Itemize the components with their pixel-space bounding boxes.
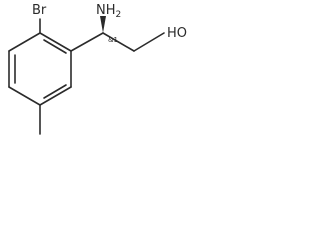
wedge-bond-nh2 bbox=[100, 16, 106, 33]
ring-bond-4 bbox=[8, 86, 41, 106]
bromine-label: Br bbox=[32, 3, 47, 18]
ring-double-bond-1 bbox=[43, 39, 67, 54]
ring-bond-1 bbox=[39, 32, 72, 52]
ring-bond-6 bbox=[8, 32, 41, 52]
stereo-label: &1 bbox=[108, 36, 118, 44]
benzene-ring bbox=[8, 32, 72, 106]
bond-ring-stereocenter bbox=[70, 32, 104, 52]
chemical-structure: Br NH2 &1 HO bbox=[8, 3, 187, 135]
hydroxyl-label: HO bbox=[167, 26, 187, 41]
amine-label: NH2 bbox=[96, 3, 121, 20]
ring-bond-3 bbox=[39, 86, 72, 106]
bond-ch2-oh bbox=[133, 32, 165, 52]
ring-double-bond-2 bbox=[43, 84, 67, 99]
bond-stereocenter-ch2 bbox=[102, 32, 135, 52]
